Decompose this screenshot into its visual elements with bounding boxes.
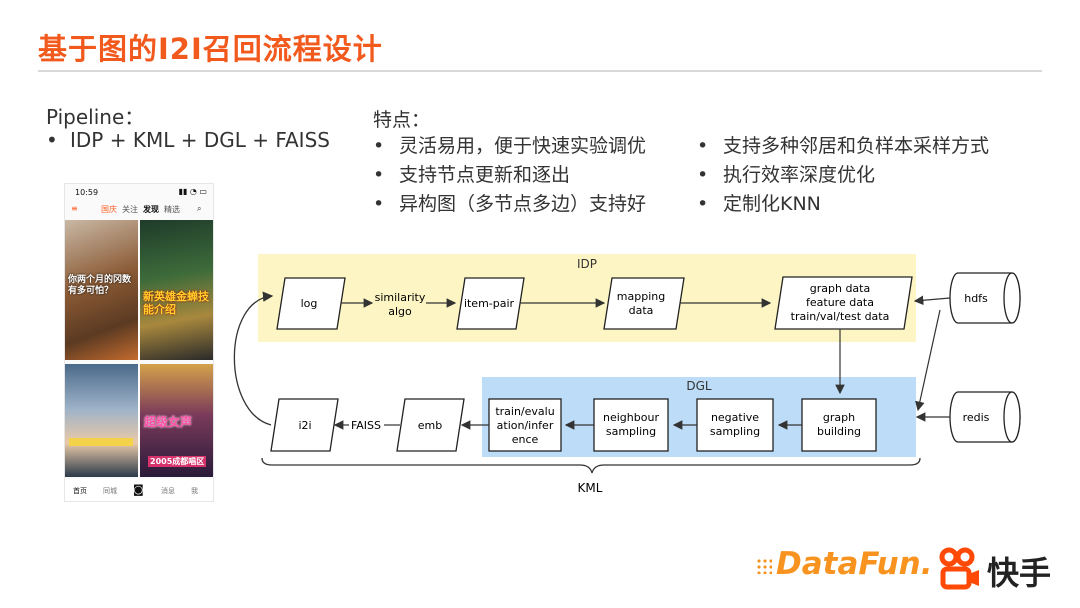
negative-sampling-label-2: sampling [710, 425, 760, 438]
item-pair-label: item-pair [464, 297, 515, 310]
feature-item: 执行效率深度优化 [697, 161, 989, 190]
negative-sampling-node [696, 398, 774, 452]
features-right-list: 支持多种邻居和负样本采样方式 执行效率深度优化 定制化KNN [697, 132, 989, 219]
status-icons: ▮▮ ◔ ▭ [178, 187, 207, 196]
idp-label: IDP [577, 257, 597, 271]
train-label-1: train/evalu [495, 405, 554, 418]
caption-bar [69, 438, 133, 446]
feedback-arrow [233, 291, 274, 426]
feature-item: 支持多种邻居和负样本采样方式 [697, 132, 989, 161]
graph-data-node [774, 276, 913, 330]
i2i-node [270, 398, 339, 452]
pipeline-item-text: IDP + KML + DGL + FAISS [70, 128, 330, 152]
video-thumbnail[interactable]: 你两个月的冈数有多可怕？ [65, 220, 138, 360]
similarity-algo-label-2: algo [388, 305, 412, 318]
graph-data-label-3: train/val/test data [791, 310, 890, 323]
mapping-data-label-2: data [629, 304, 654, 317]
features-left-list: 灵活易用，便于快速实验调优 支持节点更新和逐出 异构图（多节点多边）支持好 [373, 132, 646, 219]
page-title: 基于图的I2I召回流程设计 [38, 32, 383, 66]
redis-node: redis [949, 391, 1021, 443]
redis-label: redis [963, 411, 990, 424]
hdfs-label: hdfs [964, 292, 988, 305]
app-tab-bar: ≡ 国庆 关注 发现 精选 ⌕ [65, 201, 213, 217]
status-time: 10:59 [75, 188, 99, 197]
feature-item: 异构图（多节点多边）支持好 [373, 190, 646, 219]
feature-item: 支持节点更新和逐出 [373, 161, 646, 190]
log-node [276, 277, 346, 330]
app-bottom-nav: 首页 同城 ◙ 消息 我 [65, 479, 213, 501]
neighbour-sampling-label-2: sampling [606, 425, 656, 438]
feature-item: 灵活易用，便于快速实验调优 [373, 132, 646, 161]
train-label-3: ence [512, 433, 539, 446]
tab-featured[interactable]: 精选 [164, 205, 180, 214]
train-label-2: ation/infer [497, 419, 554, 432]
emb-label: emb [418, 419, 442, 432]
datafun-logo: DataFun. [756, 546, 933, 582]
negative-sampling-label-1: negative [711, 411, 759, 424]
video-thumbnail[interactable]: 超级女声 2005成都唱区 [140, 364, 213, 477]
tab-follow[interactable]: 关注 [122, 205, 138, 214]
camera-icon[interactable]: ◙ [133, 483, 144, 496]
title-divider [38, 70, 1042, 72]
features-heading: 特点： [373, 109, 431, 131]
video-thumbnail[interactable]: 新英雄金蝉技能介绍 [140, 220, 213, 360]
kuaishou-icon [939, 547, 979, 590]
item-pair-node [456, 277, 525, 330]
faiss-label: FAISS [351, 419, 381, 432]
dgl-label: DGL [686, 379, 712, 393]
nav-nearby[interactable]: 同城 [103, 487, 117, 495]
similarity-algo-label-1: similarity [375, 291, 426, 304]
kuaishou-logo: 快手 [937, 546, 1057, 592]
graph-data-label-2: feature data [806, 296, 874, 309]
graph-building-node [801, 398, 877, 452]
video-thumbnail[interactable] [65, 364, 138, 477]
graph-building-label-2: building [817, 425, 861, 438]
log-node-label: log [301, 297, 318, 310]
neighbour-sampling-node [593, 398, 669, 452]
graph-building-label-1: graph [823, 411, 855, 424]
nav-messages[interactable]: 消息 [161, 487, 175, 495]
hdfs-node: hdfs [949, 272, 1021, 324]
i2i-label: i2i [298, 419, 311, 432]
neighbour-sampling-label-1: neighbour [603, 411, 659, 424]
train-eval-inference-node [488, 398, 562, 452]
feature-item: 定制化KNN [697, 190, 989, 219]
search-icon[interactable]: ⌕ [197, 204, 202, 213]
tab-national-day[interactable]: 国庆 [101, 205, 117, 214]
app-screenshot: 10:59 ▮▮ ◔ ▭ ≡ 国庆 关注 发现 精选 ⌕ 你两个月的冈数有多可怕… [64, 183, 214, 502]
nav-home[interactable]: 首页 [73, 487, 87, 495]
mapping-data-label-1: mapping [617, 290, 665, 303]
pipeline-heading: Pipeline： [46, 105, 145, 129]
menu-icon: ≡ [71, 204, 78, 213]
kml-brace [261, 457, 921, 474]
graph-data-label-1: graph data [810, 282, 870, 295]
pipeline-item: •IDP + KML + DGL + FAISS [46, 128, 330, 152]
kml-label: KML [578, 481, 603, 495]
mapping-data-node [603, 277, 685, 330]
nav-me[interactable]: 我 [191, 487, 198, 495]
tab-discover[interactable]: 发现 [143, 205, 159, 214]
emb-node [396, 398, 465, 452]
